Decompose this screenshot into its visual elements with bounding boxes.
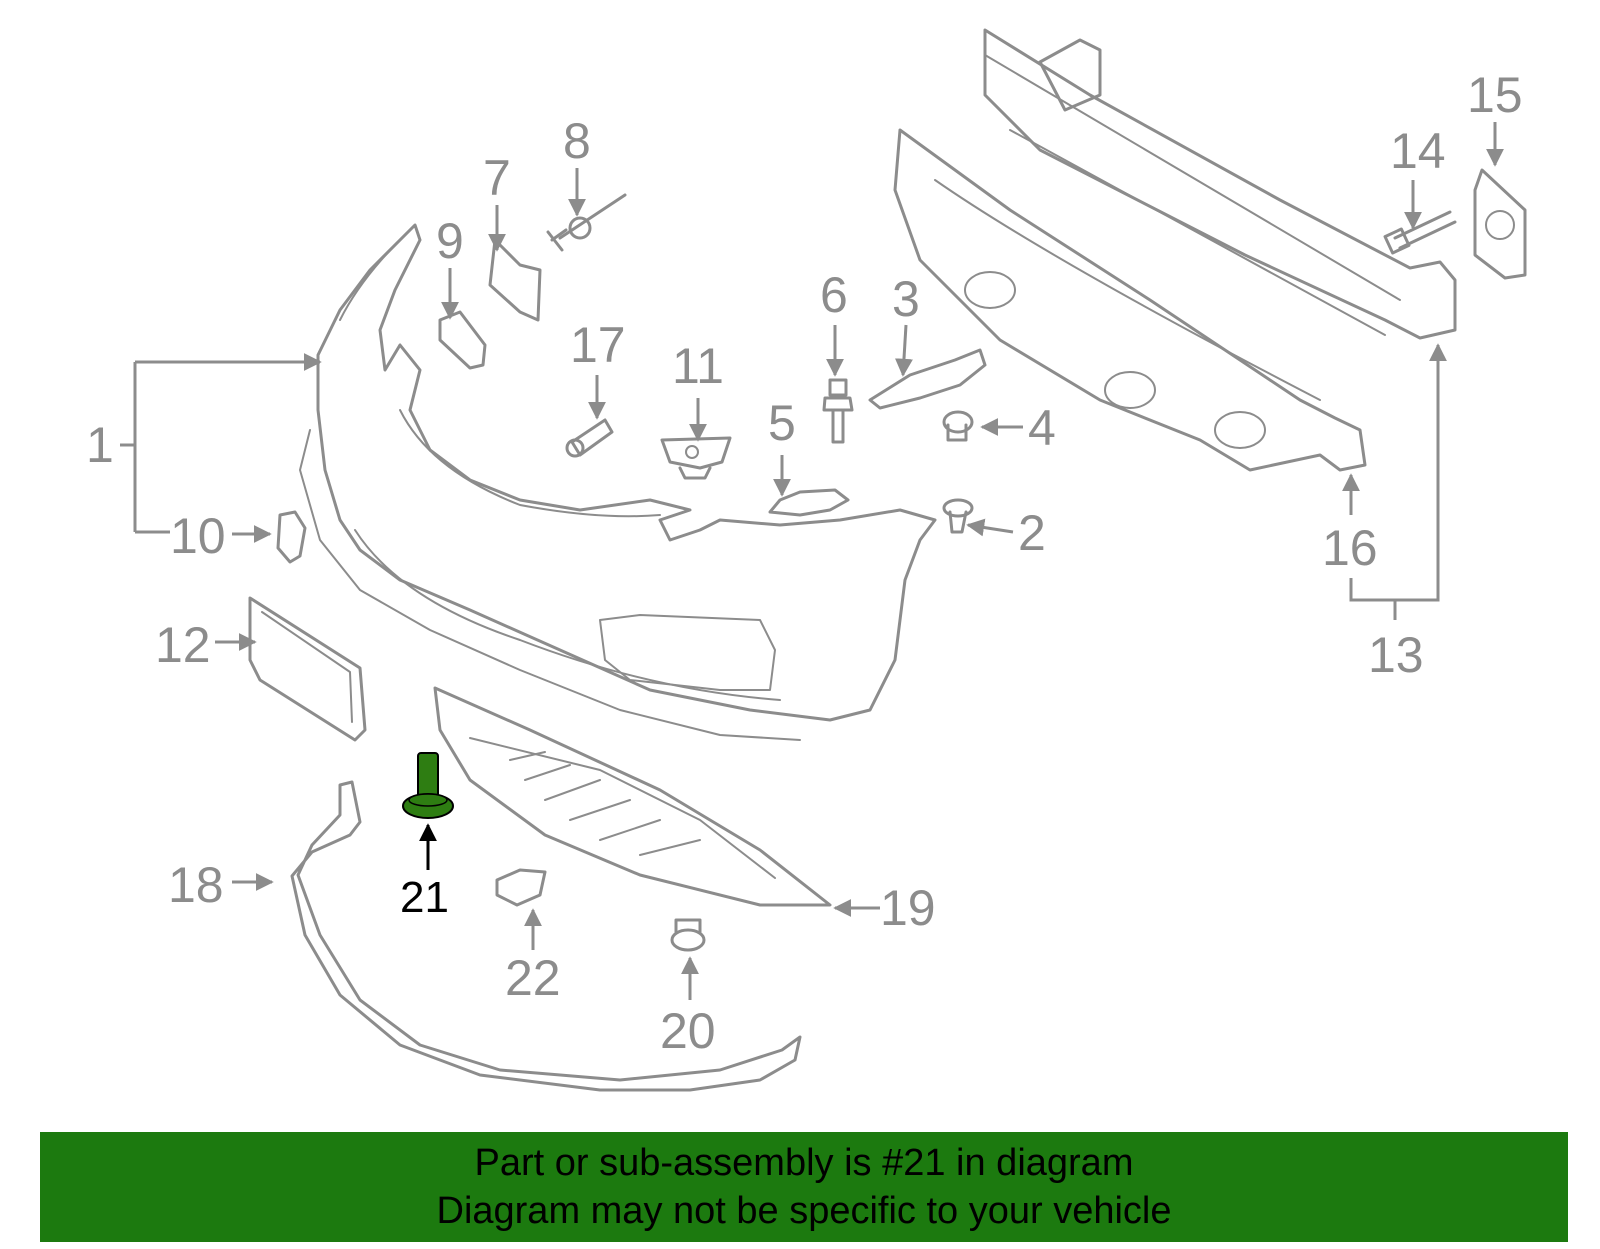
impact-bar-assembly[interactable]: [893, 28, 1457, 472]
grommet-11[interactable]: [660, 436, 732, 480]
callout-8: 8: [563, 113, 591, 169]
lip-spoiler-18[interactable]: [290, 780, 802, 1092]
clip-20[interactable]: [670, 918, 706, 952]
bolt[interactable]: [1383, 210, 1457, 255]
bracket-7[interactable]: [488, 238, 542, 322]
info-banner: Part or sub-assembly is #21 in diagram D…: [40, 1132, 1568, 1242]
push-clip-8[interactable]: [546, 193, 627, 252]
callout-19: 19: [880, 880, 936, 936]
callout-14: 14: [1390, 123, 1446, 179]
clip-2[interactable]: [942, 498, 974, 534]
callout-12: 12: [155, 617, 211, 673]
banner-line-2: Diagram may not be specific to your vehi…: [436, 1190, 1172, 1232]
highlighted-bolt-21[interactable]: [402, 752, 454, 819]
callout-labels: 1 2 3 4 5 6 7 8 9 10 11 12 13 14 15 16 1…: [86, 67, 1523, 1059]
banner-line-1: Part or sub-assembly is #21 in diagram: [474, 1142, 1134, 1184]
mounting-plate[interactable]: [1473, 168, 1527, 280]
callout-11: 11: [672, 338, 724, 394]
callout-15: 15: [1467, 67, 1523, 123]
callout-13: 13: [1368, 627, 1424, 683]
callout-9: 9: [436, 213, 464, 269]
callout-21: 21: [400, 873, 449, 922]
callout-10: 10: [170, 508, 226, 564]
panel-12[interactable]: [248, 596, 367, 742]
callout-1: 1: [86, 417, 114, 473]
callout-18: 18: [168, 857, 224, 913]
cap-10[interactable]: [276, 510, 307, 564]
callout-2: 2: [1018, 505, 1046, 561]
bumper-cover[interactable]: [299, 223, 937, 741]
bracket-3[interactable]: [868, 348, 987, 410]
clip-4[interactable]: [942, 410, 974, 442]
callout-7: 7: [483, 150, 511, 206]
callout-5: 5: [768, 395, 796, 451]
undertray-19[interactable]: [433, 686, 832, 907]
callout-3: 3: [892, 271, 920, 327]
bracket-9[interactable]: [438, 310, 487, 370]
callout-22: 22: [505, 950, 561, 1006]
clip-6[interactable]: [822, 378, 854, 444]
callout-6: 6: [820, 267, 848, 323]
cover-5[interactable]: [768, 488, 850, 517]
callout-17: 17: [570, 317, 626, 373]
callout-4: 4: [1028, 400, 1056, 456]
bracket-22[interactable]: [495, 868, 547, 907]
leader-lines: [120, 122, 1504, 1000]
callout-20: 20: [660, 1003, 716, 1059]
bulb-17[interactable]: [565, 418, 614, 458]
callout-16: 16: [1322, 520, 1378, 576]
